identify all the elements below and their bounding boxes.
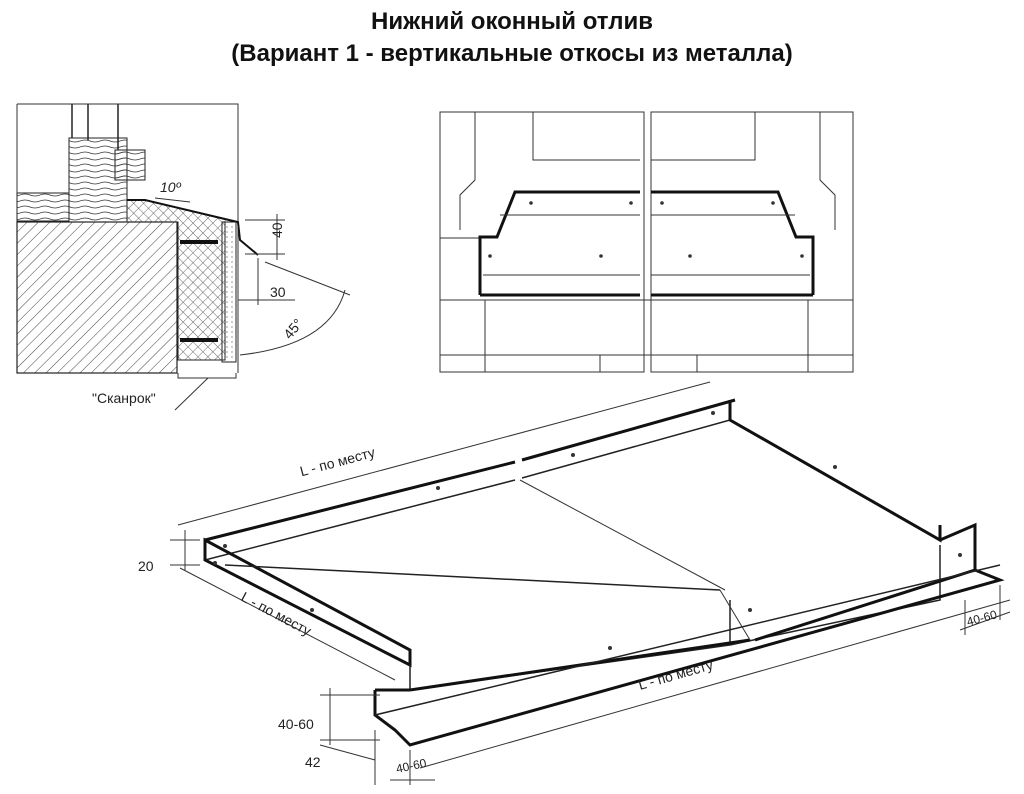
drawing-title: Нижний оконный отлив: [371, 8, 653, 35]
back-flange: [204, 398, 736, 542]
dim-42-label: 42: [305, 754, 321, 770]
dim-40-60-right-label: 40-60: [965, 607, 999, 629]
dim-40-label: 40: [269, 222, 285, 238]
slope-angle-label: 10º: [160, 179, 182, 195]
angle-45-label: 45°: [280, 315, 306, 342]
dim-40-60-bottom-label: 40-60: [395, 756, 428, 776]
sill-board: [16, 192, 70, 222]
elevation-view: [439, 111, 854, 373]
dim-40-60-left-label: 40-60: [278, 716, 314, 732]
cladding-panel: [221, 221, 237, 363]
left-side-flange: [203, 537, 412, 668]
back-length-label: L - по месту: [298, 444, 376, 479]
flashing-right-outline: [651, 190, 815, 297]
drawing-subtitle: (Вариант 1 - вертикальные откосы из мета…: [231, 40, 793, 67]
material-label: "Сканрок": [92, 390, 156, 406]
section-detail: 10º 40 30 45° "Сканрок": [16, 103, 351, 411]
dim-30-label: 30: [270, 284, 286, 300]
flashing-left-outline: [478, 190, 640, 297]
dim-20-label: 20: [138, 558, 154, 574]
front-drip: [373, 522, 1005, 747]
wall-hatch: [16, 221, 178, 374]
isometric-view: L - по месту 20 L - по месту L - по мест…: [138, 381, 1011, 785]
